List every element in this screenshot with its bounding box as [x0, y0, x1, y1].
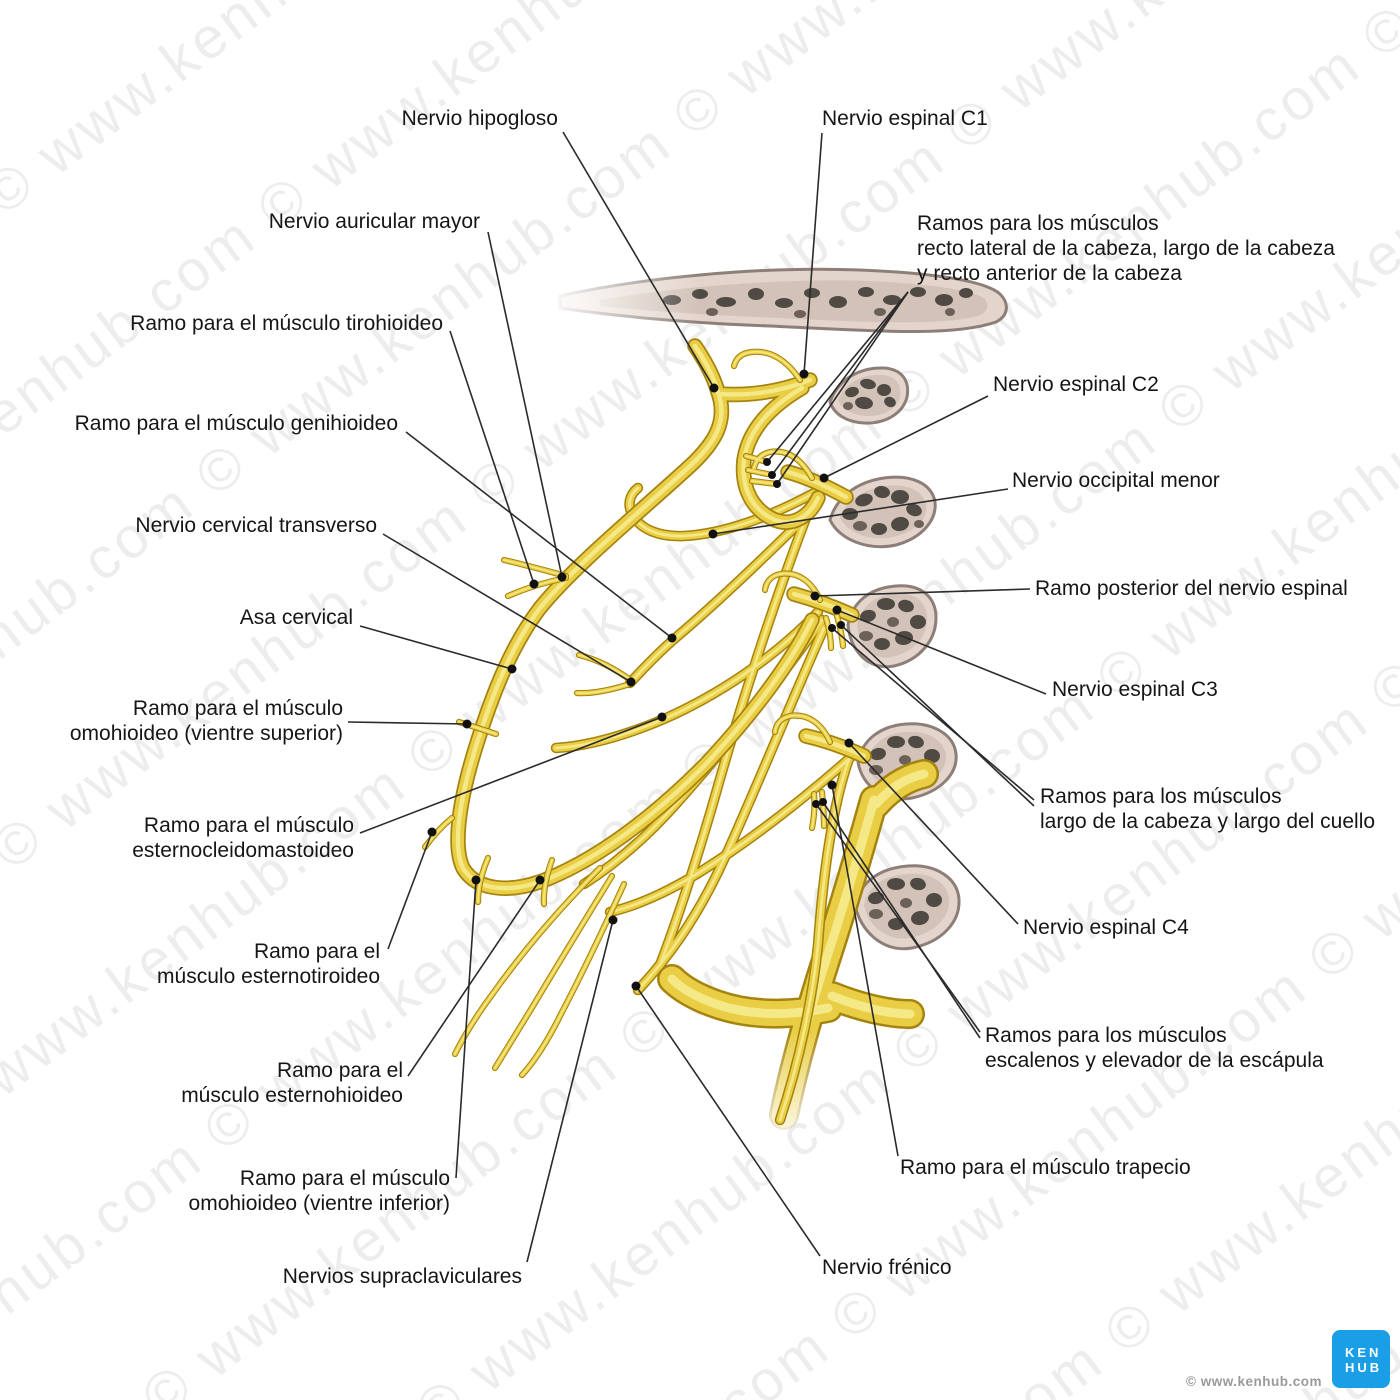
- leader-supraclaviculares: [526, 919, 614, 1263]
- dot-ramos-recto-2: [768, 471, 776, 479]
- label-omohioideo-superior: Ramo para el músculo omohioideo (vientre…: [69, 697, 343, 745]
- dot-trapecio: [827, 780, 837, 790]
- dot-ramos-recto-1: [763, 458, 771, 466]
- label-ramos-largo: Ramos para los músculos largo de la cabe…: [1040, 785, 1376, 833]
- leader-omohioideo-superior: [347, 721, 468, 725]
- dot-esternohioideo: [535, 875, 545, 885]
- leader-trapecio: [831, 784, 899, 1157]
- label-supraclaviculares: Nervios supraclaviculares: [282, 1265, 522, 1288]
- leader-ramos-largo-2: [840, 624, 1035, 807]
- leader-ramos-escalenos-1: [815, 803, 981, 1033]
- label-occipital-menor: Nervio occipital menor: [1012, 469, 1220, 492]
- label-espinal-c1: Nervio espinal C1: [822, 107, 988, 130]
- leader-ramos-recto-3: [776, 291, 909, 485]
- leader-ramos-largo-1: [831, 627, 1035, 801]
- label-esternocleidomastoideo: Ramo para el músculo esternocleidomastoi…: [132, 814, 354, 862]
- label-genihioideo: Ramo para el músculo genihioideo: [74, 412, 398, 435]
- leader-tirohioideo: [449, 330, 535, 585]
- dot-espinal-c2: [819, 473, 829, 483]
- leader-ramos-recto-2: [771, 291, 909, 476]
- leader-ramos-escalenos-2: [822, 801, 981, 1039]
- label-cervical-transverso: Nervio cervical transverso: [135, 514, 377, 537]
- dot-omohioideo-superior: [462, 719, 472, 729]
- label-ramo-posterior: Ramo posterior del nervio espinal: [1035, 577, 1348, 600]
- leader-asa-cervical: [359, 625, 513, 670]
- label-tirohioideo: Ramo para el músculo tirohioideo: [130, 312, 443, 335]
- vertebra-c5-bone: [853, 864, 961, 951]
- dot-ramo-posterior: [810, 591, 820, 601]
- main-nerve-loops: [458, 346, 864, 888]
- vertebra-c2-bone: [828, 475, 937, 549]
- label-hipogloso: Nervio hipogloso: [401, 107, 558, 130]
- dot-hipogloso: [709, 383, 719, 393]
- leader-omohioideo-inferior: [455, 879, 477, 1179]
- leader-dots: [427, 369, 854, 991]
- label-auricular-mayor: Nervio auricular mayor: [268, 210, 480, 233]
- kenhub-logo[interactable]: KEN HUB: [1332, 1330, 1390, 1388]
- dot-ramos-largo-1: [828, 624, 836, 632]
- leader-espinal-c2: [823, 395, 989, 479]
- label-omohioideo-inferior: Ramo para el músculo omohioideo (vientre…: [188, 1167, 450, 1215]
- dot-tirohioideo: [529, 579, 539, 589]
- dot-auricular-mayor: [557, 572, 567, 582]
- label-espinal-c3: Nervio espinal C3: [1052, 678, 1218, 701]
- leader-genihioideo: [405, 431, 673, 639]
- kenhub-logo-text: HUB: [1345, 1360, 1383, 1375]
- label-ramos-escalenos: Ramos para los músculos escalenos y elev…: [985, 1024, 1324, 1072]
- label-esternotiroideo: Ramo para el músculo esternotiroideo: [157, 940, 380, 988]
- kenhub-logo-text: KEN: [1345, 1345, 1382, 1360]
- leader-frenico: [635, 985, 821, 1257]
- label-asa-cervical: Asa cervical: [239, 606, 353, 629]
- dot-ramos-escalenos-2: [819, 798, 827, 806]
- leader-espinal-c1: [803, 132, 823, 375]
- dot-supraclaviculares: [608, 915, 618, 925]
- leader-esternocleidomastoideo: [359, 716, 663, 834]
- vertebra-c1-bone: [828, 366, 910, 425]
- dot-esternotiroideo: [427, 827, 437, 837]
- dot-asa-cervical: [507, 664, 517, 674]
- label-espinal-c4: Nervio espinal C4: [1023, 916, 1189, 939]
- dot-omohioideo-inferior: [471, 875, 481, 885]
- dot-frenico: [631, 981, 641, 991]
- leader-cervical-transverso: [382, 533, 632, 683]
- leader-lines: [347, 131, 1047, 1263]
- label-esternohioideo: Ramo para el músculo esternohioideo: [181, 1059, 403, 1107]
- dot-espinal-c4: [844, 738, 854, 748]
- label-espinal-c2: Nervio espinal C2: [993, 373, 1159, 396]
- leader-esternotiroideo: [387, 831, 433, 950]
- leader-espinal-c3: [836, 609, 1047, 695]
- dot-occipital-menor: [708, 529, 718, 539]
- leader-hipogloso: [562, 131, 715, 389]
- dot-esternocleidomastoideo: [657, 712, 667, 722]
- leader-ramo-posterior: [814, 588, 1031, 597]
- dot-ramos-escalenos-1: [812, 800, 820, 808]
- dot-espinal-c1: [799, 369, 809, 379]
- leader-ramos-recto-1: [766, 291, 909, 463]
- leader-occipital-menor: [712, 488, 1009, 535]
- label-trapecio: Ramo para el músculo trapecio: [900, 1156, 1191, 1179]
- leader-auricular-mayor: [487, 231, 563, 578]
- dot-espinal-c3: [832, 605, 842, 615]
- dot-genihioideo: [667, 633, 677, 643]
- copyright-notice: © www.kenhub.com: [1186, 1374, 1322, 1389]
- leader-espinal-c4: [848, 742, 1019, 925]
- dot-cervical-transverso: [626, 677, 636, 687]
- label-ramos-recto: Ramos para los músculos recto lateral de…: [917, 212, 1335, 285]
- dot-ramos-recto-3: [773, 480, 781, 488]
- vertebra-c3-bone: [846, 584, 938, 669]
- leader-esternohioideo: [407, 879, 541, 1077]
- label-frenico: Nervio frénico: [822, 1256, 952, 1279]
- dot-ramos-largo-2: [837, 621, 845, 629]
